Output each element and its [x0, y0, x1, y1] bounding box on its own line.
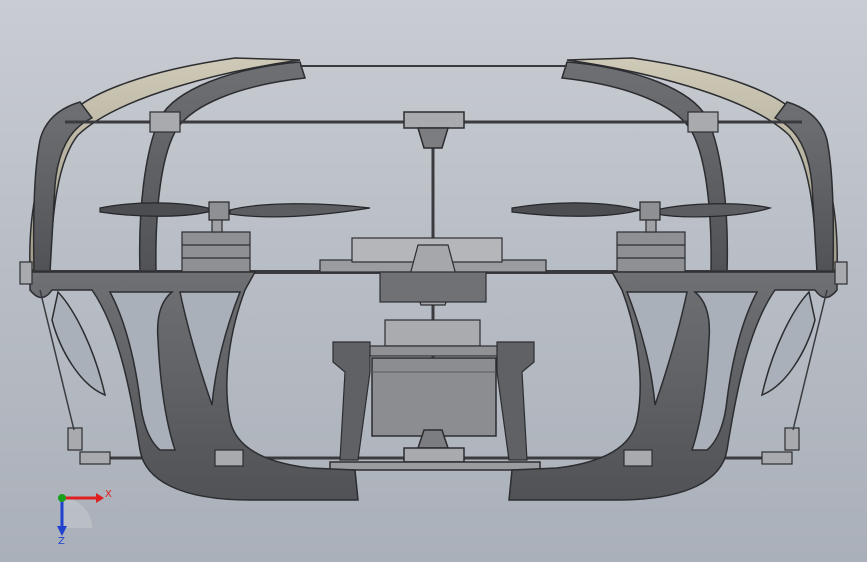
motor-right: [616, 219, 686, 273]
inner-cage-left: [32, 61, 306, 273]
center-hub: [319, 237, 547, 306]
top-center-connector: [403, 111, 465, 149]
propeller-left: [99, 201, 371, 221]
landing-frame-right: [508, 271, 838, 501]
x-axis-label: X: [105, 489, 112, 500]
rod-joints: [19, 111, 848, 467]
tension-wires: [39, 289, 828, 431]
outer-cage-left: [29, 57, 301, 271]
outer-cage-right: [566, 57, 838, 271]
coordinate-triad-icon: X Z: [57, 489, 112, 547]
motor-left: [181, 219, 251, 273]
inner-cage-right: [561, 61, 835, 273]
battery-pack: [371, 357, 497, 437]
z-axis-label: Z: [58, 536, 65, 547]
landing-frame-left: [29, 271, 359, 501]
propeller-right: [511, 201, 773, 221]
bottom-center-connector: [329, 429, 541, 471]
payload-bracket: [332, 319, 535, 461]
